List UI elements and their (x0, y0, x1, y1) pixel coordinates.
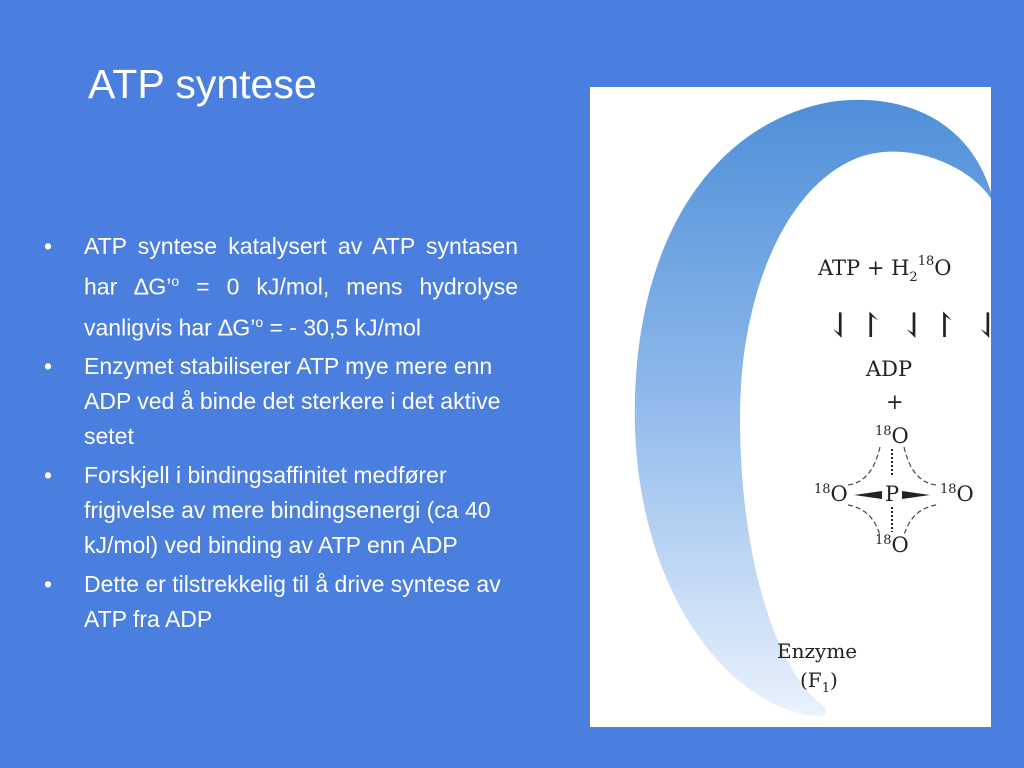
bullet-item: • Forskjell i bindingsaffinitet medfører… (44, 458, 518, 563)
bullet-text: ATP syntese katalysert av ATP syntasen h… (84, 233, 518, 300)
reaction-atp-h2o: ATP + H218O (817, 254, 951, 285)
atp-synthase-figure: ATP + H218O ⇃↾ ⇃↾ ⇃↾ ⇃↾ ADP + 18O 18O P … (590, 87, 991, 727)
bullet-text: Dette er tilstrekkelig til å drive synte… (84, 571, 501, 633)
top-oxygen: 18O (875, 424, 909, 448)
bullet-marker: • (44, 571, 53, 598)
left-oxygen: 18O (814, 482, 848, 506)
bullet-text: = - 30,5 kJ/mol (263, 314, 421, 341)
phosphorus-atom: P (885, 482, 899, 506)
bullet-text: G’ (148, 273, 172, 300)
bullet-marker: • (44, 233, 53, 259)
bullet-item: • ATP syntese katalysert av ATP syntasen… (44, 229, 518, 345)
enzyme-label: Enzyme (777, 639, 857, 663)
enzyme-crescent-shape (634, 99, 991, 717)
bullet-marker: • (44, 353, 53, 380)
bullet-text: G’ (232, 314, 256, 341)
right-oxygen: 18O (940, 482, 974, 506)
bottom-oxygen: 18O (875, 533, 909, 557)
slide-title: ATP syntese (88, 61, 317, 107)
delta-symbol: ∆ (218, 314, 233, 341)
bullet-text: = 0 kJ/mol, mens hydrolyse vanligvis har (84, 273, 518, 341)
bullet-item: • Dette er tilstrekkelig til å drive syn… (44, 567, 518, 637)
bullet-text: Enzymet stabiliserer ATP mye mere enn AD… (84, 353, 501, 450)
phosphate-dashed-arcs (847, 446, 937, 536)
plus-sign: + (886, 390, 904, 414)
bullet-item: • Enzymet stabiliserer ATP mye mere enn … (44, 349, 518, 454)
bullet-list: • ATP syntese katalysert av ATP syntasen… (44, 229, 518, 641)
adp-label: ADP (865, 357, 912, 381)
enzyme-diagram: ATP + H218O ⇃↾ ⇃↾ ⇃↾ ⇃↾ ADP + 18O 18O P … (634, 99, 991, 717)
enzyme-f1-label: (F1) (800, 668, 838, 696)
bullet-marker: • (44, 462, 53, 489)
phosphate-bonds (854, 449, 930, 532)
superscript: o (171, 273, 180, 289)
bullet-text: Forskjell i bindingsaffinitet medfører f… (84, 462, 491, 559)
equilibrium-arrows: ⇃↾ ⇃↾ ⇃↾ ⇃↾ (826, 306, 991, 346)
delta-symbol: ∆ (134, 273, 149, 300)
superscript: o (255, 313, 264, 330)
